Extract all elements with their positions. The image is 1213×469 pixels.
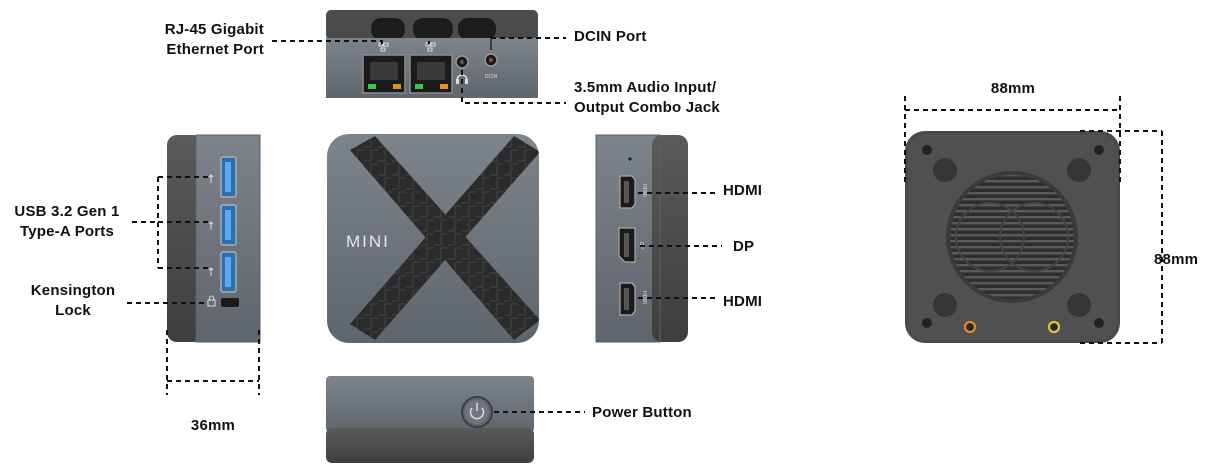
power-button[interactable] xyxy=(461,396,493,428)
power-icon xyxy=(469,403,485,420)
kensington-slot xyxy=(221,298,239,307)
usb-label-line2: Type-A Ports xyxy=(19,223,115,240)
fan-grille xyxy=(946,171,1078,303)
rj45-port-1 xyxy=(362,54,406,94)
dp-label: DP xyxy=(733,238,755,255)
screw-icon xyxy=(963,320,977,334)
top-lid-view: MINI xyxy=(327,134,539,343)
hdmi-mark-top: HDMI xyxy=(641,184,647,197)
audio-label-line1: 3.5mm Audio Input/ xyxy=(574,79,717,96)
front-view xyxy=(326,376,534,463)
rj45-label-line1: RJ-45 Gigabit xyxy=(164,21,264,38)
hdmi-port-bottom xyxy=(619,282,636,316)
rj45-label: RJ-45 Gigabit Ethernet Port xyxy=(120,20,264,60)
led-green-icon xyxy=(368,84,376,89)
dp-port xyxy=(618,227,636,263)
headphone-icon xyxy=(456,74,468,84)
usb-icon xyxy=(208,174,214,276)
height-88-label: 88mm xyxy=(1154,251,1199,268)
power-button-label: Power Button xyxy=(592,404,692,421)
rj45-label-line2: Ethernet Port xyxy=(166,41,264,58)
audio-label-line2: Output Combo Jack xyxy=(574,99,720,116)
hdmi-port-top xyxy=(619,175,636,209)
hdmi-mark-bottom: HDMI xyxy=(641,291,647,304)
leader-lines xyxy=(127,37,1163,413)
mini-logo: MINI xyxy=(346,232,390,251)
kensington-label-line2: Lock xyxy=(55,302,91,319)
led-orange-icon xyxy=(393,84,401,89)
dcin-label: DCIN Port xyxy=(574,28,647,45)
hdmi-top-label: HDMI xyxy=(723,182,763,199)
dcin-mark: DCIN xyxy=(485,74,498,80)
hdmi-bottom-label: HDMI xyxy=(723,293,763,310)
usb-port-3 xyxy=(220,251,237,293)
kensington-label-line1: Kensington xyxy=(30,282,116,299)
usb-port-1 xyxy=(220,156,237,198)
kensington-label: Kensington Lock xyxy=(14,281,132,321)
width-36-label: 36mm xyxy=(190,417,236,434)
left-side-view xyxy=(167,134,261,343)
usb-label: USB 3.2 Gen 1 Type-A Ports xyxy=(2,202,132,242)
usb-label-line1: USB 3.2 Gen 1 xyxy=(14,203,120,220)
usb-port-2 xyxy=(220,204,237,246)
audio-label: 3.5mm Audio Input/ Output Combo Jack xyxy=(574,78,720,118)
rj45-port-2 xyxy=(409,54,453,94)
rear-view: DCIN xyxy=(326,10,538,98)
width-88-label: 88mm xyxy=(990,80,1036,97)
bottom-view xyxy=(905,131,1120,343)
right-side-view: HDMI DP HDMI xyxy=(595,134,688,343)
lock-icon xyxy=(207,295,216,307)
